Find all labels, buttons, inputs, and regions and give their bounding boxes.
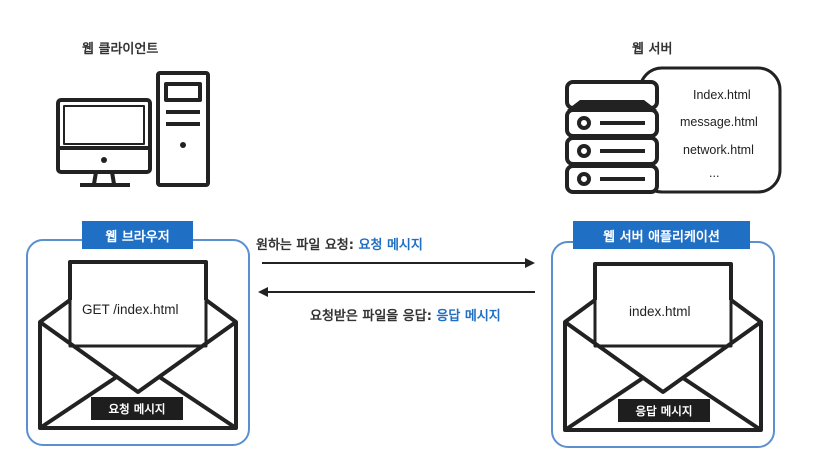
request-highlight: 요청 메시지 — [358, 238, 423, 253]
request-message-tag: 요청 메시지 — [91, 397, 183, 420]
file-item: network.html — [683, 143, 754, 157]
client-computer-icon — [56, 71, 210, 187]
file-item: ... — [709, 166, 720, 180]
server-title: 웹 서버 — [632, 42, 673, 57]
response-message-label: 요청받은 파일을 응답: 응답 메시지 — [310, 305, 501, 324]
client-document-text: GET /index.html — [82, 302, 179, 317]
server-envelope-icon — [563, 262, 763, 432]
response-prefix: 요청받은 파일을 응답: — [310, 309, 437, 324]
server-app-label: 웹 서버 애플리케이션 — [573, 221, 750, 249]
server-stack-icon — [565, 80, 659, 194]
file-item: Index.html — [693, 88, 751, 102]
response-highlight: 응답 메시지 — [436, 309, 501, 324]
response-arrow — [258, 287, 535, 297]
browser-label: 웹 브라우저 — [82, 221, 193, 249]
response-message-tag: 응답 메시지 — [618, 399, 710, 422]
request-prefix: 원하는 파일 요청: — [256, 238, 359, 253]
client-envelope-icon — [38, 260, 238, 430]
client-title: 웹 클라이언트 — [82, 42, 159, 57]
request-message-label: 원하는 파일 요청: 요청 메시지 — [256, 234, 423, 253]
server-document-text: index.html — [629, 304, 691, 319]
file-item: message.html — [680, 115, 758, 129]
request-arrow — [262, 258, 535, 268]
